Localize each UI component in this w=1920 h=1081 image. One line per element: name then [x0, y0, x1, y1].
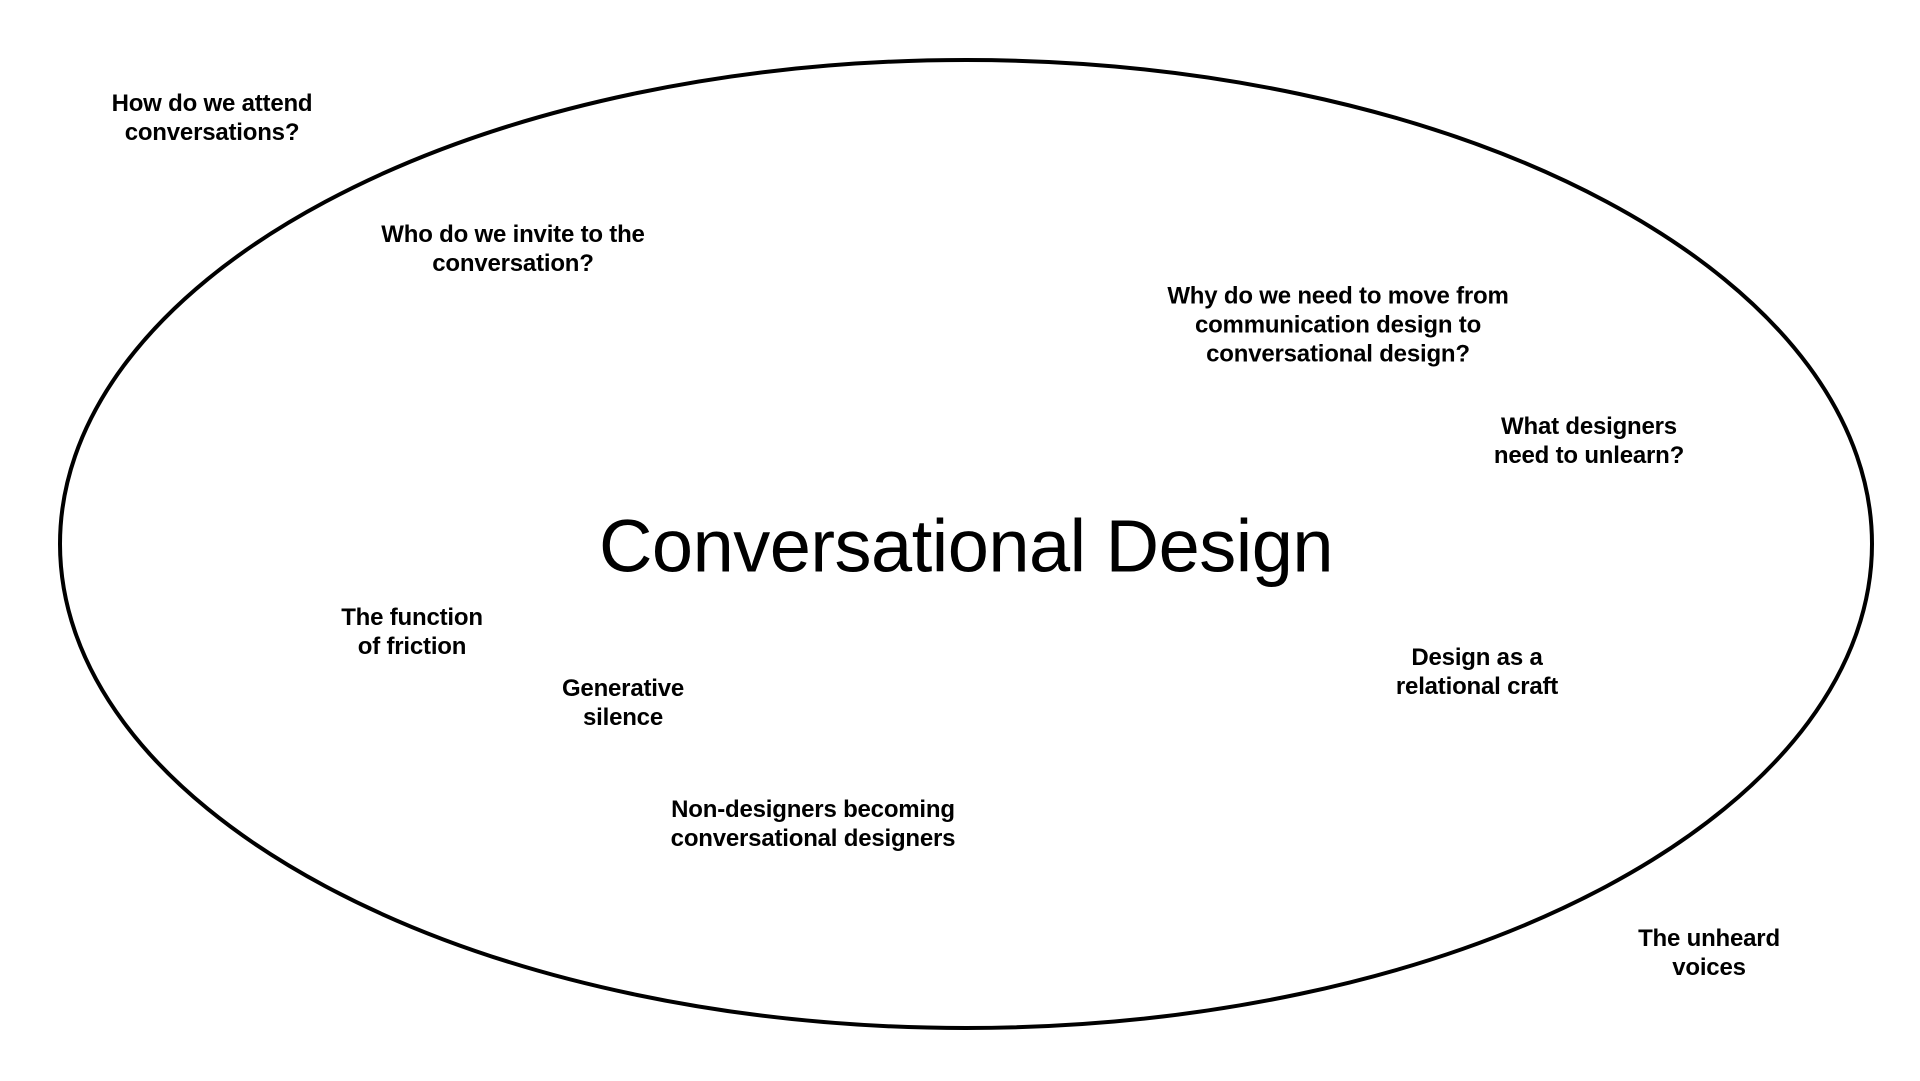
- topic-line: How do we attend: [111, 90, 313, 117]
- topic-line: conversation?: [432, 250, 594, 277]
- topic-why-move-to-conversational-design: Why do we need to move from communicatio…: [1167, 282, 1509, 369]
- diagram-title: Conversational Design: [598, 504, 1334, 588]
- topic-line: voices: [1672, 954, 1746, 981]
- topic-line: Design as a: [1411, 644, 1543, 671]
- topic-non-designers-becoming-designers: Non-designers becoming conversational de…: [671, 795, 956, 853]
- topic-line: relational craft: [1395, 673, 1559, 700]
- topic-what-designers-need-to-unlearn: What designers need to unlearn?: [1494, 412, 1684, 470]
- topic-line: The function: [341, 604, 483, 631]
- topic-function-of-friction: The function of friction: [341, 603, 483, 661]
- topic-line: The unheard: [1638, 925, 1780, 952]
- topic-invite-to-conversation: Who do we invite to the conversation?: [381, 220, 645, 278]
- topic-line: need to unlearn?: [1493, 442, 1685, 469]
- topic-line: Non-designers becoming: [671, 796, 955, 823]
- topic-line: Why do we need to move from: [1167, 282, 1509, 310]
- topic-attend-conversations: How do we attend conversations?: [112, 89, 313, 147]
- topic-line: of friction: [357, 633, 467, 660]
- topic-line: Who do we invite to the: [381, 221, 645, 248]
- topic-line: conversational design?: [1206, 340, 1470, 368]
- topic-line: silence: [582, 704, 663, 731]
- topic-design-as-relational-craft: Design as a relational craft: [1396, 643, 1558, 701]
- topic-line: conversational designers: [670, 825, 956, 852]
- topic-generative-silence: Generative silence: [562, 674, 684, 732]
- topic-line: conversations?: [124, 119, 300, 146]
- topic-unheard-voices: The unheard voices: [1638, 924, 1780, 982]
- topic-line: communication design to: [1194, 311, 1482, 339]
- topic-line: Generative: [561, 675, 685, 702]
- topic-line: What designers: [1501, 413, 1677, 440]
- boundary-ellipse: [58, 58, 1874, 1030]
